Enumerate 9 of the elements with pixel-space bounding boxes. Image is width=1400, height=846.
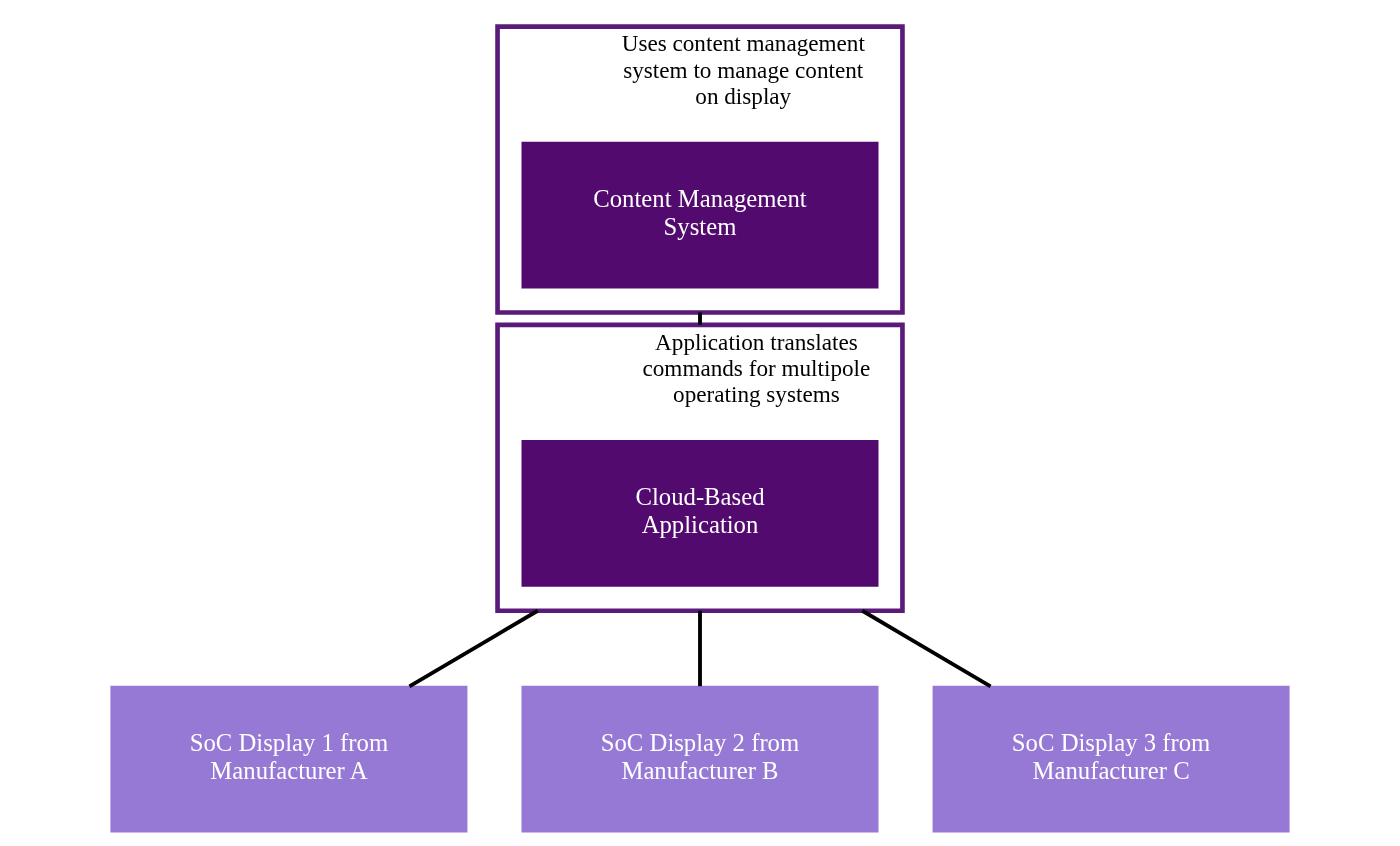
- node-box: Cloud-Based Application: [521, 440, 879, 587]
- node-box: SoC Display 1 from Manufacturer A: [110, 685, 468, 833]
- connector: [698, 610, 702, 687]
- connector: [408, 609, 539, 689]
- connector: [861, 609, 992, 689]
- node-box: SoC Display 3 from Manufacturer C: [932, 685, 1290, 833]
- node-box: SoC Display 2 from Manufacturer B: [521, 685, 879, 833]
- node-box: Content Management System: [521, 141, 879, 289]
- connector: [698, 312, 702, 325]
